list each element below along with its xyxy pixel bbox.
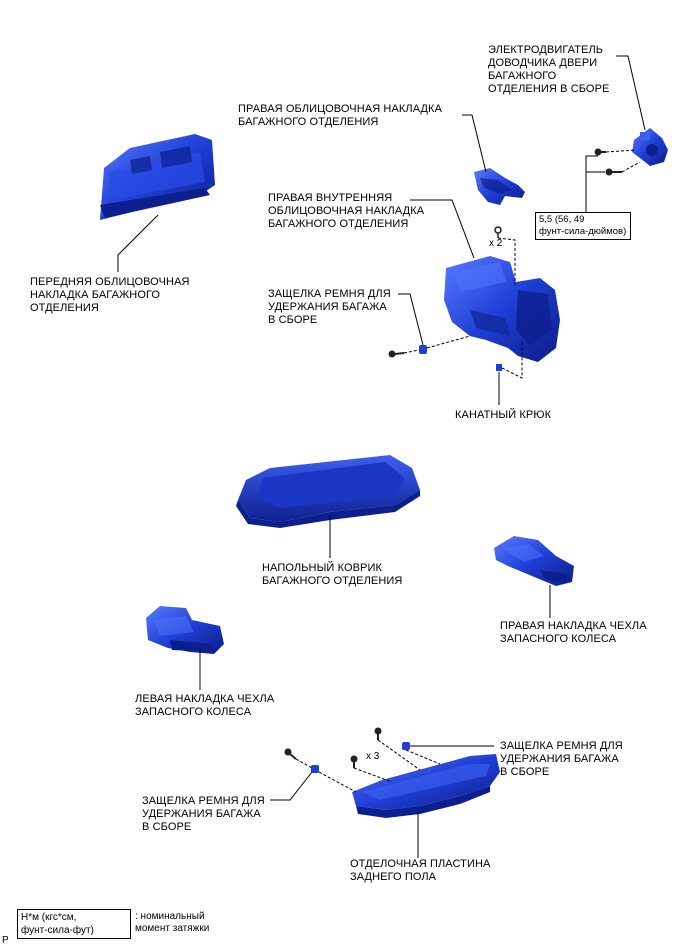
clip-dash — [497, 237, 516, 285]
right-inner-trim-part — [444, 256, 560, 362]
torque-leader — [585, 155, 598, 212]
legend-units-box: Н*м (кгс*см, фунт-сила-фут) — [17, 909, 131, 939]
front-trim-part — [100, 134, 215, 220]
bolt-icon — [284, 748, 297, 760]
bolt-icon — [594, 148, 606, 156]
latch-dash — [405, 749, 441, 765]
latch-dash — [426, 335, 471, 349]
front-trim-label: ПЕРЕДНЯЯ ОБЛИЦОВОЧНАЯ НАКЛАДКА БАГАЖНОГО… — [30, 276, 190, 314]
floor-mat-part — [236, 455, 420, 528]
latch-left-part — [311, 765, 319, 773]
motor-label: ЭЛЕКТРОДВИГАТЕЛЬ ДОВОДЧИКА ДВЕРИ БАГАЖНО… — [488, 44, 610, 95]
door-closer-motor-part — [632, 128, 668, 166]
corner-mark: P — [2, 935, 9, 946]
floor-mat-label: НАПОЛЬНЫЙ КОВРИК БАГАЖНОГО ОТДЕЛЕНИЯ — [262, 562, 403, 587]
quantity-x2-label: x 2 — [489, 238, 503, 249]
left-spare-cover-label: ЛЕВАЯ НАКЛАДКА ЧЕХЛА ЗАПАСНОГО КОЛЕСА — [135, 693, 275, 718]
motor-leader — [616, 55, 646, 131]
right-trim-leader — [462, 114, 487, 173]
latch-dash — [403, 349, 420, 354]
clip-icon — [494, 226, 502, 238]
latch-upper-part — [419, 345, 427, 354]
rope-hook-label: КАНАТНЫЙ КРЮК — [455, 409, 552, 421]
rear-floor-plate-part — [352, 754, 500, 818]
bolt-icon — [605, 168, 622, 176]
right-spare-cover-part — [494, 536, 574, 586]
latch-left-leader — [270, 771, 313, 801]
legend-meaning-label: : номинальный момент затяжки — [135, 911, 210, 934]
rear-floor-plate-label: ОТДЕЛОЧНАЯ ПЛАСТИНА ЗАДНЕГО ПОЛА — [350, 858, 491, 883]
latch-upper-leader — [398, 293, 424, 346]
clip-icon — [350, 755, 358, 768]
quantity-x3-label: x 3 — [366, 751, 380, 762]
motor-bolt-dash — [621, 161, 641, 173]
latch-right-label: ЗАЩЕЛКА РЕМНЯ ДЛЯ УДЕРЖАНИЯ БАГАЖА В СБО… — [500, 740, 623, 778]
latch-left-label: ЗАЩЕЛКА РЕМНЯ ДЛЯ УДЕРЖАНИЯ БАГАЖА В СБО… — [142, 795, 265, 833]
clip-dash — [353, 767, 393, 783]
latch-upper-label: ЗАЩЕЛКА РЕМНЯ ДЛЯ УДЕРЖАНИЯ БАГАЖА В СБО… — [268, 288, 391, 326]
right-spare-cover-label: ПРАВАЯ НАКЛАДКА ЧЕХЛА ЗАПАСНОГО КОЛЕСА — [500, 620, 647, 645]
right-inner-trim-leader — [410, 199, 475, 259]
clip-icon — [374, 727, 382, 740]
latch-dash — [295, 758, 313, 769]
front-trim-leader — [117, 214, 159, 272]
rope-hook-part — [496, 364, 502, 371]
motor-bolt-dash — [605, 149, 637, 153]
right-trim-label: ПРАВАЯ ОБЛИЦОВОЧНАЯ НАКЛАДКА БАГАЖНОГО О… — [238, 103, 443, 128]
torque-spec-box: 5,5 (56, 49 фунт-сила-дюймов) — [535, 212, 631, 240]
right-inner-trim-label: ПРАВАЯ ВНУТРЕННЯЯ ОБЛИЦОВОЧНАЯ НАКЛАДКА … — [268, 192, 425, 230]
latch-right-part — [402, 742, 410, 750]
clip-dash — [377, 739, 421, 771]
left-spare-cover-part — [146, 606, 224, 654]
bolt-icon — [388, 350, 405, 358]
rope-hook-dash — [501, 340, 523, 379]
latch-dash — [318, 771, 357, 793]
right-trim-part — [474, 168, 525, 205]
